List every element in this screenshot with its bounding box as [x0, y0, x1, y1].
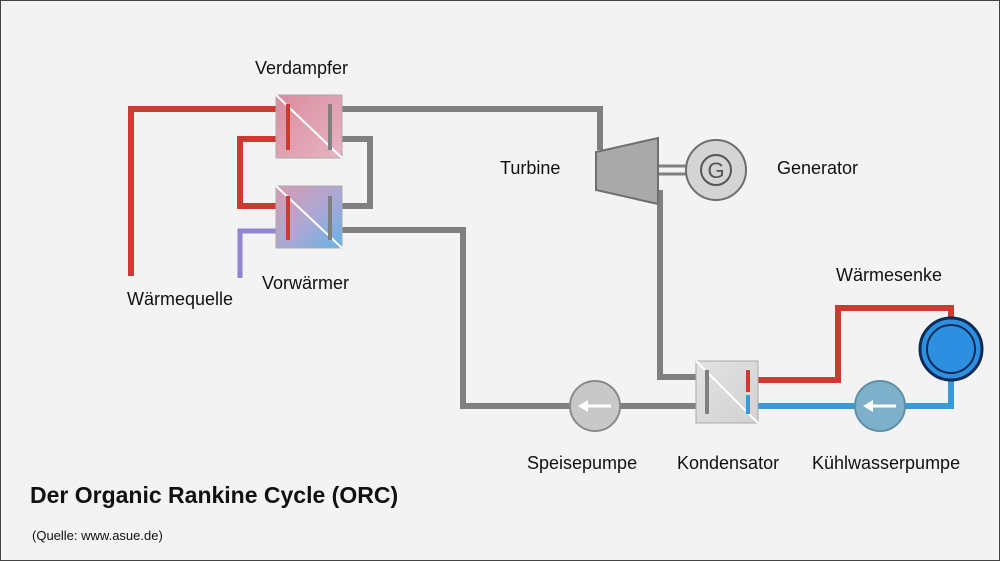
source-note: (Quelle: www.asue.de) [32, 528, 163, 543]
label-verdampfer: Verdampfer [255, 58, 349, 78]
condenser-heat-exchanger [695, 360, 759, 424]
heat-sink-symbol [918, 316, 984, 382]
condensate-line [341, 227, 698, 409]
label-turbine: Turbine [500, 158, 561, 178]
label-speisepumpe: Speisepumpe [527, 453, 638, 473]
generator-letter: G [707, 158, 724, 183]
turbine-exhaust-line [657, 190, 698, 380]
diagram-title: Der Organic Rankine Cycle (ORC) [30, 482, 399, 508]
cooling-water-pump-symbol [854, 380, 906, 432]
turbine-symbol [595, 136, 659, 206]
cooling-water-hot-line [756, 305, 954, 383]
label-kondensator: Kondensator [677, 453, 780, 473]
vapor-line-to-turbine [341, 106, 603, 150]
feed-pump-symbol [569, 380, 621, 432]
heat-source-transfer-line [237, 136, 278, 209]
preheater-heat-exchanger [275, 185, 343, 249]
heat-source-supply-line [128, 106, 278, 276]
label-generator: Generator [777, 158, 859, 178]
generator-symbol [685, 139, 747, 201]
heat-source-return-line [237, 228, 278, 278]
cooling-water-cold-line [756, 377, 954, 409]
evaporator-heat-exchanger [275, 94, 343, 159]
label-vorwaermer: Vorwärmer [262, 273, 350, 293]
label-waermesenke: Wärmesenke [836, 265, 943, 285]
label-waermequelle: Wärmequelle [127, 289, 234, 309]
preheater-to-evaporator-line [341, 136, 373, 209]
label-kuehlwasserpumpe: Kühlwasserpumpe [812, 453, 961, 473]
